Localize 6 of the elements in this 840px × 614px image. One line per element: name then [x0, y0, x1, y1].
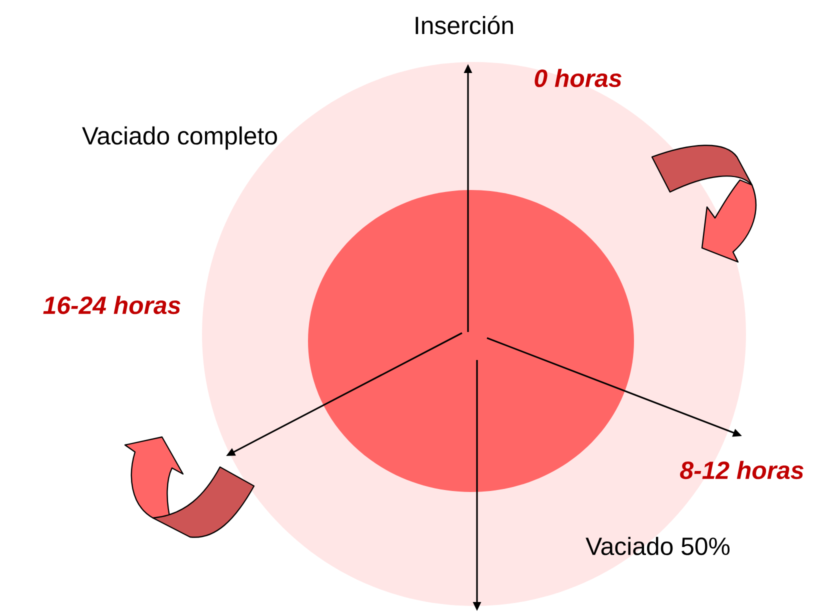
time-label: 8-12 horas	[680, 460, 804, 480]
stage-label: Inserción	[416, 16, 513, 34]
stage-label: Vaciado completo	[82, 126, 277, 150]
time-label: 0 horas	[534, 68, 622, 88]
stage-label: Vaciado 50%	[586, 536, 730, 556]
time-label: 16-24 horas	[43, 296, 180, 314]
